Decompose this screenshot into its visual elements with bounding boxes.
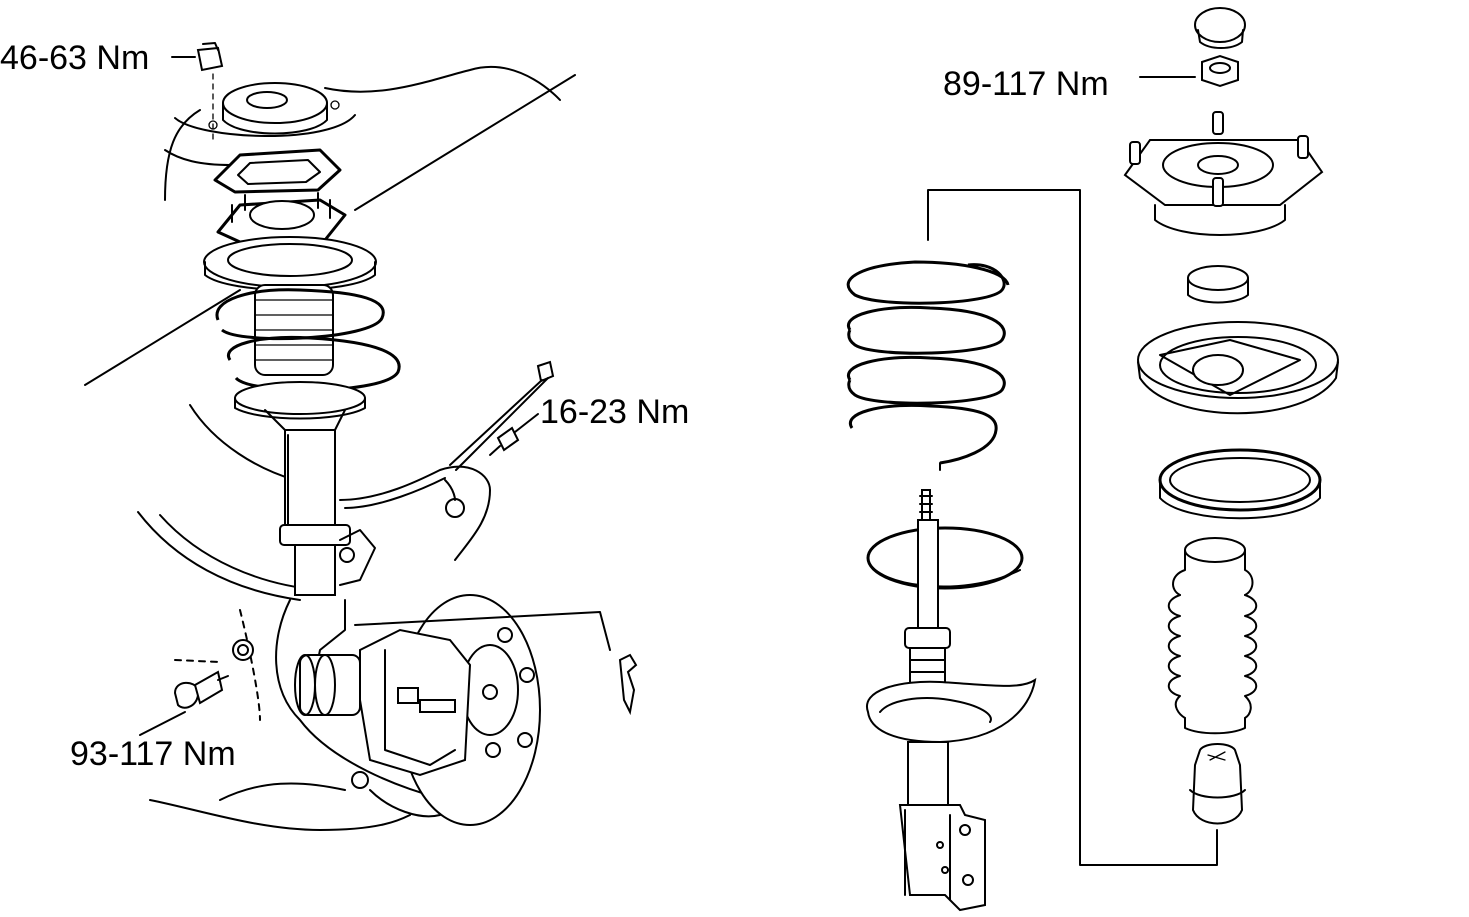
brake-hose-bolt-16-23: [449, 360, 555, 471]
installed-strut-assembly: [84, 42, 638, 831]
coil-spring: [846, 260, 1010, 471]
exploded-strut-view: [846, 7, 1339, 912]
dust-cap: [1194, 7, 1246, 49]
top-nut-46-63: [171, 42, 224, 141]
torque-label-piston-rod-nut: 89-117 Nm: [943, 65, 1109, 103]
piston-rod-nut-89-117: [1139, 54, 1239, 88]
bump-stop: [1189, 743, 1246, 825]
strut-bearing: [1187, 265, 1249, 304]
knuckle-bolt-93-117: [139, 659, 229, 736]
spring-insulator: [1158, 448, 1322, 520]
torque-label-brake-hose-bolt: 16-23 Nm: [540, 393, 690, 431]
upper-strut-mount: [1123, 111, 1324, 236]
torque-label-top-mount-nut: 46-63 Nm: [0, 39, 150, 77]
torque-label-knuckle-bolt: 93-117 Nm: [70, 735, 236, 773]
dust-boot: [1167, 537, 1258, 735]
strut-shock-absorber: [865, 489, 1037, 912]
upper-spring-seat: [1137, 321, 1339, 415]
